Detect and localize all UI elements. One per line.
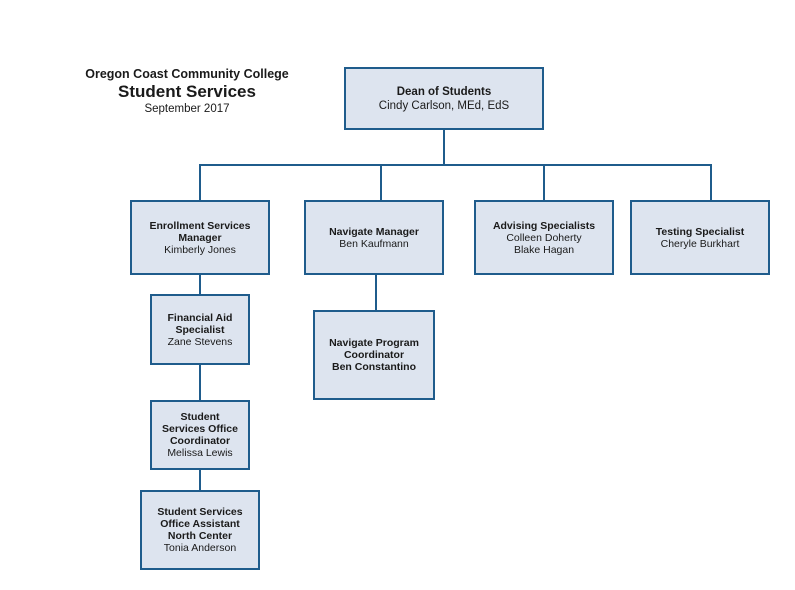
node-title-line: Manager bbox=[178, 231, 222, 244]
node-person: Blake Hagan bbox=[513, 243, 575, 256]
node-title: Advising Specialists bbox=[492, 219, 596, 232]
node-testing-specialist: Testing Specialist Cheryle Burkhart bbox=[630, 200, 770, 275]
node-person: Colleen Doherty bbox=[506, 231, 582, 244]
chart-date: September 2017 bbox=[144, 103, 230, 115]
node-title-line: Ben Constantino bbox=[332, 361, 416, 373]
node-title-line: Coordinator bbox=[169, 435, 231, 447]
node-enrollment-services-manager: Enrollment Services Manager Kimberly Jon… bbox=[130, 200, 270, 275]
node-navigate-manager: Navigate Manager Ben Kaufmann bbox=[304, 200, 444, 275]
node-title-line: Coordinator bbox=[343, 349, 405, 361]
node-title-line: Financial Aid bbox=[167, 311, 233, 324]
node-navigate-program-coordinator: Navigate Program Coordinator Ben Constan… bbox=[313, 310, 435, 400]
node-person: Tonia Anderson bbox=[163, 542, 237, 554]
node-person: Ben Kaufmann bbox=[339, 237, 409, 250]
node-person: Zane Stevens bbox=[167, 335, 233, 348]
node-title-line: Specialist bbox=[175, 323, 225, 336]
node-person: Cheryle Burkhart bbox=[660, 237, 740, 250]
node-title-line: Enrollment Services bbox=[149, 219, 251, 232]
node-financial-aid-specialist: Financial Aid Specialist Zane Stevens bbox=[150, 294, 250, 365]
node-dean-of-students: Dean of Students Cindy Carlson, MEd, EdS bbox=[344, 67, 544, 130]
node-person: Melissa Lewis bbox=[167, 447, 233, 459]
node-student-services-office-assistant: Student Services Office Assistant North … bbox=[140, 490, 260, 570]
node-title: Navigate Manager bbox=[329, 225, 419, 238]
node-person: Cindy Carlson, MEd, EdS bbox=[378, 99, 510, 112]
node-student-services-office-coordinator: Student Services Office Coordinator Meli… bbox=[150, 400, 250, 470]
node-title: Testing Specialist bbox=[655, 225, 745, 238]
node-advising-specialists: Advising Specialists Colleen Doherty Bla… bbox=[474, 200, 614, 275]
org-name: Oregon Coast Community College bbox=[85, 67, 289, 81]
node-title-line: Services Office bbox=[162, 423, 238, 435]
node-title: Dean of Students bbox=[396, 85, 492, 98]
node-title-line: Student Services bbox=[157, 506, 243, 518]
chart-header: Oregon Coast Community College Student S… bbox=[60, 67, 314, 116]
node-title-line: Student bbox=[180, 411, 220, 423]
node-title-line: Navigate Program bbox=[329, 337, 419, 349]
node-title-line: Office Assistant bbox=[160, 518, 240, 530]
node-title-line: North Center bbox=[167, 530, 233, 542]
department-title: Student Services bbox=[118, 82, 256, 101]
node-person: Kimberly Jones bbox=[164, 243, 236, 256]
